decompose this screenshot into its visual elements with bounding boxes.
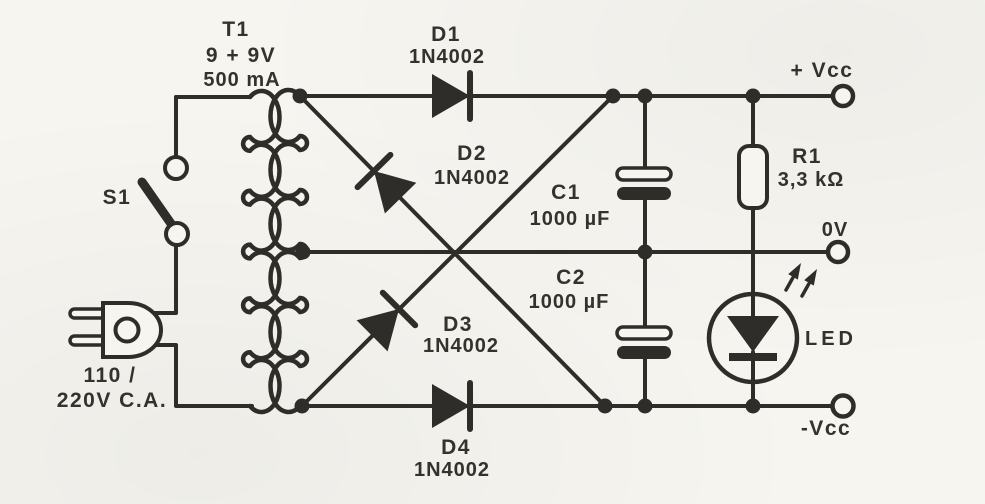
diode-d3: D3 1N4002	[356, 289, 499, 357]
led-circle	[706, 291, 800, 385]
capacitor-c1-plate-negative	[617, 187, 671, 200]
junction-bridge-positive	[605, 88, 621, 104]
emission-arrow-tail-right	[800, 282, 811, 298]
resistor-r1-body	[737, 144, 769, 210]
junction-c2-negative	[637, 398, 653, 414]
mains-voltage-line2: 220V C.A.	[57, 389, 167, 412]
switch-terminal-bottom	[164, 221, 190, 247]
wires	[151, 94, 835, 408]
junction-c1-c2-zero	[637, 244, 653, 260]
diode-d2: D2 1N4002	[354, 142, 510, 214]
diagonal-bottom-tap-to-positive	[300, 94, 615, 408]
capacitor-c1-value: 1000 µF	[530, 208, 611, 230]
diode-d4-part: 1N4002	[414, 459, 490, 481]
diagonal-top-tap-to-negative	[298, 94, 607, 408]
diode-d1: D1 1N4002	[409, 23, 485, 122]
switch-terminal-top	[163, 155, 189, 181]
diode-d3-part: 1N4002	[423, 335, 499, 357]
junction-led-negative	[745, 398, 761, 414]
terminal-negative-label: -Vcc	[801, 417, 851, 440]
diode-d4-ref: D4	[441, 436, 471, 459]
capacitor-c2: C2 1000 µF	[529, 266, 673, 359]
transformer-current: 500 mA	[203, 69, 280, 91]
emission-arrow-tail-left	[784, 276, 795, 292]
junction-top-tap	[292, 88, 308, 104]
capacitor-c2-ref: C2	[556, 266, 586, 289]
diode-d1-part: 1N4002	[409, 46, 485, 68]
resistor-r1-value: 3,3 kΩ	[778, 169, 845, 191]
light-emission-arrows	[784, 263, 817, 298]
emission-arrow-head-left	[788, 263, 801, 280]
emission-arrow-head-right	[804, 269, 817, 286]
diode-d2-triangle	[374, 171, 417, 214]
capacitor-c1: C1 1000 µF	[530, 166, 673, 230]
transformer-ref: T1	[222, 18, 250, 41]
resistor-r1-ref: R1	[792, 145, 822, 168]
led-triangle	[727, 316, 779, 352]
capacitor-c1-plate-positive	[615, 166, 673, 182]
terminal-positive-label: + Vcc	[791, 59, 854, 82]
diode-d2-part: 1N4002	[434, 167, 510, 189]
diode-d1-ref: D1	[431, 23, 461, 46]
resistor-r1: R1 3,3 kΩ	[737, 144, 845, 210]
capacitor-c2-plate-negative	[617, 346, 671, 359]
mains-voltage-line1: 110 /	[83, 364, 136, 387]
switch-lever	[137, 177, 177, 230]
transformer: T1 9 + 9V 500 mA	[203, 18, 310, 415]
diode-d3-ref: D3	[443, 313, 473, 336]
output-terminals: + Vcc 0V -Vcc	[791, 59, 856, 440]
plug-prong-top	[68, 307, 108, 320]
diode-d2-cathode-bar	[354, 151, 394, 191]
junction-bottom-tap	[294, 398, 310, 414]
capacitor-c2-value: 1000 µF	[529, 291, 610, 313]
switch-ref: S1	[103, 186, 132, 209]
junction-r1-positive	[745, 88, 761, 104]
wire-switch-to-plug	[151, 243, 178, 315]
capacitor-c1-ref: C1	[551, 181, 581, 204]
terminal-negative	[830, 393, 856, 419]
terminal-zero-label: 0V	[822, 219, 848, 241]
diode-d3-cathode-bar	[379, 289, 419, 329]
transformer-voltage: 9 + 9V	[206, 44, 276, 67]
terminal-zero	[825, 239, 851, 265]
mains-plug: 110 / 220V C.A.	[57, 301, 167, 412]
diode-d4-triangle	[432, 384, 470, 428]
led-indicator: LED	[706, 263, 857, 385]
terminal-positive	[830, 83, 856, 109]
wire-plug-to-primary-bottom	[151, 343, 254, 408]
diode-d4: D4 1N4002	[414, 380, 490, 481]
led-label: LED	[805, 328, 857, 350]
diode-d2-ref: D2	[457, 142, 487, 165]
plug-prong-bottom	[68, 334, 108, 347]
capacitor-c2-plate-positive	[615, 325, 673, 341]
junction-dots	[292, 88, 761, 414]
primary-winding	[240, 88, 282, 415]
diode-d3-triangle	[356, 309, 399, 352]
junction-center-tap	[295, 244, 311, 260]
diode-d1-triangle	[432, 74, 470, 118]
power-switch: S1	[103, 155, 190, 247]
junction-bridge-negative	[597, 398, 613, 414]
plug-hole	[113, 316, 141, 344]
junction-c1-positive	[637, 88, 653, 104]
